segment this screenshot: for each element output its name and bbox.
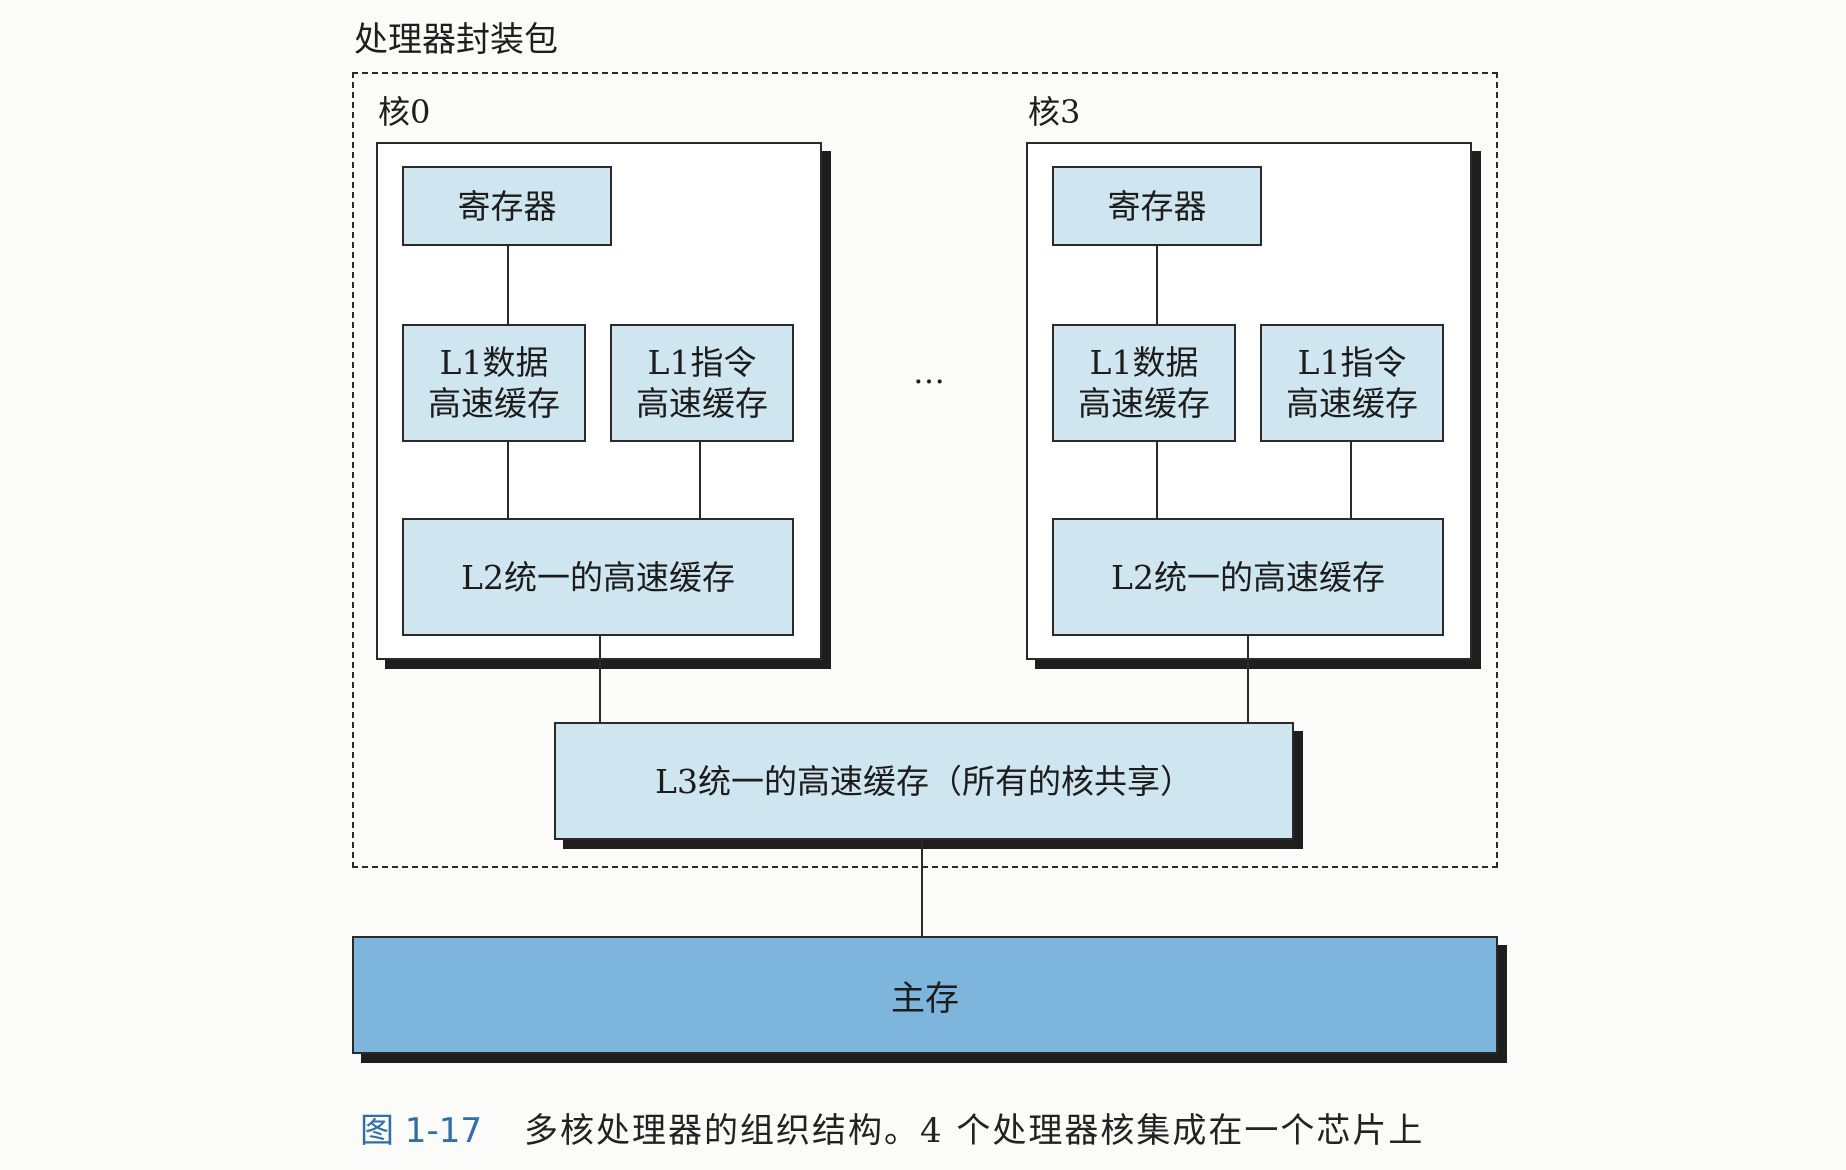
connector-core0-reg-l1 [507, 244, 509, 326]
core-3-registers-label: 寄存器 [1107, 186, 1207, 226]
processor-package [352, 72, 1498, 868]
figure-caption: 图 1-17 多核处理器的组织结构。4 个处理器核集成在一个芯片上 [360, 1108, 1424, 1154]
connector-core3-l1i-l2 [1350, 440, 1352, 520]
core-0-l1-data-cache: L1数据 高速缓存 [402, 324, 586, 442]
connector-core3-l2-l3 [1247, 636, 1249, 724]
core-3-label: 核3 [1028, 93, 1081, 131]
figure-caption-text: 多核处理器的组织结构。4 个处理器核集成在一个芯片上 [523, 1111, 1425, 1151]
core-0-l1-instr-line1: L1指令 [647, 343, 757, 382]
core-0-registers-label: 寄存器 [457, 186, 557, 226]
figure-number: 图 1-17 [360, 1111, 482, 1151]
core-3-l1-data-line2: 高速缓存 [1078, 384, 1210, 423]
core-3-l1-data-line1: L1数据 [1089, 343, 1199, 382]
core-0-registers: 寄存器 [402, 166, 612, 246]
connector-core3-reg-l1 [1156, 244, 1158, 326]
more-cores-ellipsis: … [913, 353, 947, 391]
core-3-l1-instr-line2: 高速缓存 [1286, 384, 1418, 423]
core-0-l1-data-line2: 高速缓存 [428, 384, 560, 423]
core-3-l1-data-cache: L1数据 高速缓存 [1052, 324, 1236, 442]
core-0-label: 核0 [378, 93, 431, 131]
core-3-registers: 寄存器 [1052, 166, 1262, 246]
core-0-l1-data-line1: L1数据 [439, 343, 549, 382]
connector-core0-l1d-l2 [507, 440, 509, 520]
main-memory-label: 主存 [891, 978, 959, 1019]
main-memory: 主存 [352, 936, 1498, 1054]
core-3-l1-instruction-cache: L1指令 高速缓存 [1260, 324, 1444, 442]
connector-core0-l1i-l2 [699, 440, 701, 520]
core-3-l2-label: L2统一的高速缓存 [1111, 557, 1385, 597]
package-label: 处理器封装包 [354, 20, 558, 60]
l3-label: L3统一的高速缓存（所有的核共享） [655, 761, 1193, 801]
l3-shared-cache: L3统一的高速缓存（所有的核共享） [554, 722, 1294, 840]
core-0-l1-instruction-cache: L1指令 高速缓存 [610, 324, 794, 442]
core-0-l1-instr-line2: 高速缓存 [636, 384, 768, 423]
connector-core3-l1d-l2 [1156, 440, 1158, 520]
core-0-l2-cache: L2统一的高速缓存 [402, 518, 794, 636]
connector-core0-l2-l3 [599, 636, 601, 724]
core-3-l1-instr-line1: L1指令 [1297, 343, 1407, 382]
connector-l3-memory [921, 840, 923, 938]
core-3-l2-cache: L2统一的高速缓存 [1052, 518, 1444, 636]
core-0-l2-label: L2统一的高速缓存 [461, 557, 735, 597]
